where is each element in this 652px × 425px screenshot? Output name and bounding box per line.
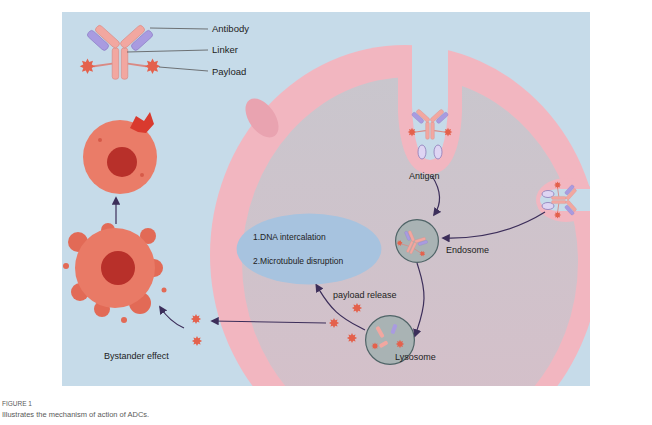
flow-arrow (415, 263, 424, 336)
payload-star (347, 333, 357, 343)
endocytic-pocket (536, 178, 590, 222)
bound-adc (552, 181, 578, 218)
flow-arrow (316, 285, 365, 330)
bleb (63, 263, 69, 269)
node-text: 2.Microtubule disruption (253, 256, 343, 267)
endosome-vesicle: Endosome (395, 219, 439, 263)
node-text: Lysosome (395, 352, 436, 363)
leader-line (150, 28, 208, 29)
internalization-arrow (443, 212, 545, 238)
payload-star (352, 303, 362, 313)
payload-star (371, 342, 378, 349)
cell-debris (140, 173, 144, 177)
antigen-symbol (542, 191, 554, 198)
part-label: Linker (212, 44, 238, 55)
endocytic-pocket (398, 58, 462, 174)
structure-label: Antigen (409, 171, 440, 182)
bleb (162, 288, 167, 293)
antigen-symbol (434, 145, 442, 159)
bleb (68, 232, 88, 252)
bleb (145, 259, 163, 277)
payload-star (396, 340, 404, 348)
node-text: 1.DNA intercalation (253, 232, 326, 243)
payload-star (191, 314, 201, 324)
figure-caption: Illustrates the mechanism of action of A… (2, 409, 149, 420)
bystander-arrow (160, 307, 184, 328)
membrane-fold (239, 93, 286, 144)
node-outline (395, 219, 439, 263)
cell-nucleus (101, 251, 135, 285)
cytoplasm (242, 77, 578, 386)
node-outline (236, 213, 382, 285)
lysosome-vesicle: Lysosome (365, 315, 415, 365)
death-arrow (115, 198, 116, 224)
endocytic-pocket (412, 30, 448, 160)
blebbing-cell (63, 223, 167, 323)
antibody-fragment (390, 324, 397, 335)
antibody-fragment (375, 326, 384, 338)
node-shape (237, 214, 382, 285)
edge-label: payload release (333, 290, 397, 301)
node-shape (366, 316, 415, 365)
cell-body (75, 228, 155, 308)
bleb (101, 223, 115, 237)
panel-background (62, 12, 590, 386)
node-shape (396, 220, 439, 263)
internalized-adc (395, 227, 432, 260)
bleb (140, 228, 156, 244)
cell-debris (98, 138, 102, 142)
part-label: Payload (212, 66, 246, 77)
bound-adc (408, 108, 453, 139)
target-cell (210, 30, 590, 386)
payload-star (329, 318, 339, 328)
cell-nucleus (107, 147, 137, 177)
adc-icon (80, 22, 161, 79)
cell-fragment (130, 112, 154, 133)
dying-cell (83, 112, 157, 194)
antigen-symbol (542, 203, 554, 210)
bleb (94, 301, 110, 317)
leader-line (159, 67, 208, 71)
antigen-symbol (418, 145, 426, 159)
endocytic-pocket (560, 189, 590, 211)
cell-body (83, 120, 157, 194)
process-label: Bystander effect (104, 351, 169, 362)
effect-oval: 1.DNA intercalation 2.Microtubule disrupt… (236, 213, 382, 285)
payload-star (192, 336, 202, 346)
figure-number: FIGURE 1 (2, 398, 32, 409)
bleb (71, 283, 89, 301)
internalization-arrow (432, 176, 440, 215)
cell-membrane (210, 45, 590, 386)
part-label: Antibody (212, 23, 249, 34)
bystander-arrow (212, 321, 326, 323)
leader-line (127, 50, 208, 52)
bleb (121, 317, 127, 323)
bleb (129, 292, 151, 314)
antibody-fragment (379, 340, 389, 348)
node-text: Endosome (446, 245, 489, 256)
node-outline (365, 315, 415, 365)
endocytic-pocket (540, 189, 580, 211)
